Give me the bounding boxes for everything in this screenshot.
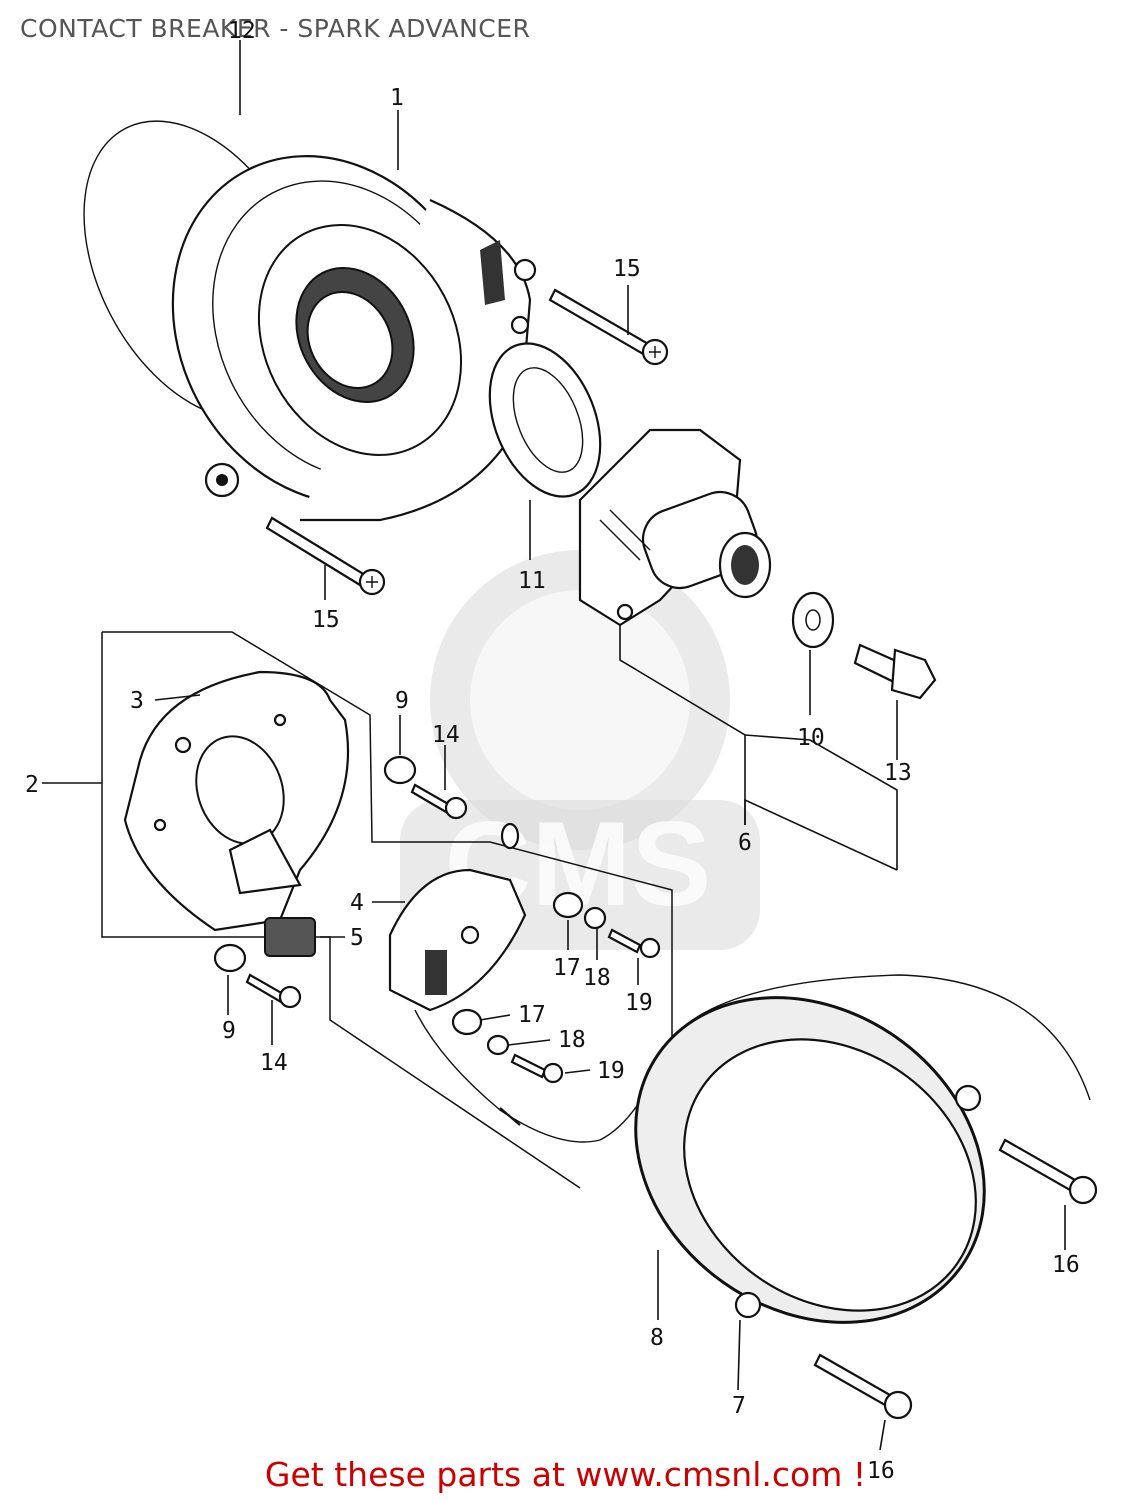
part-4-contact-breaker xyxy=(388,822,1091,1143)
part-9-washer-lower xyxy=(213,943,247,973)
callout-6: 6 xyxy=(738,830,752,856)
part-17-washer-lower xyxy=(451,1008,483,1036)
callout-8: 8 xyxy=(650,1325,664,1351)
part-7-point-cover xyxy=(683,1038,982,1319)
part-14-screw-lower xyxy=(245,973,302,1009)
callout-18-lower: 18 xyxy=(558,1027,586,1053)
callout-2: 2 xyxy=(25,772,39,798)
callout-17-upper: 17 xyxy=(553,955,581,981)
part-16-screw-bottom xyxy=(813,1353,913,1420)
callout-9-lower: 9 xyxy=(222,1018,236,1044)
part-18-washer-upper xyxy=(583,906,607,930)
callout-17-lower: 17 xyxy=(518,1002,546,1028)
callout-13: 13 xyxy=(884,760,912,786)
callout-14-lower: 14 xyxy=(260,1050,288,1076)
callout-1: 1 xyxy=(390,85,404,111)
callout-5: 5 xyxy=(350,925,364,951)
callout-11: 11 xyxy=(518,568,546,594)
part-14-screw-upper xyxy=(410,783,468,820)
callout-16-right: 16 xyxy=(1052,1252,1080,1278)
callout-16-bottom: 16 xyxy=(867,1458,895,1484)
callout-15-bottom: 15 xyxy=(312,607,340,633)
callout-19-lower: 19 xyxy=(597,1058,625,1084)
callout-4: 4 xyxy=(350,890,364,916)
part-6-spark-advancer xyxy=(578,428,772,627)
part-15-screw-top xyxy=(548,288,669,366)
part-9-washer-upper xyxy=(383,755,417,785)
part-15-screw-bottom xyxy=(265,516,386,596)
callout-12: 12 xyxy=(228,18,256,44)
callout-15-top: 15 xyxy=(613,256,641,282)
part-19-screw-upper xyxy=(607,928,661,959)
part-10-washer xyxy=(791,591,835,649)
footer-promo-text[interactable]: Get these parts at www.cmsnl.com ! xyxy=(264,1455,867,1494)
callout-18-upper: 18 xyxy=(583,965,611,991)
callout-labels: 12 1 15 15 11 3 9 14 2 4 5 9 14 10 13 6 … xyxy=(25,18,1080,1484)
part-17-washer-upper xyxy=(552,891,584,919)
part-1-housing xyxy=(171,155,537,522)
callout-19-upper: 19 xyxy=(625,990,653,1016)
leader-lines xyxy=(42,40,1066,1451)
part-18-washer-lower xyxy=(486,1034,510,1056)
part-3-base-plate xyxy=(123,670,350,932)
part-16-screw-right xyxy=(998,1138,1098,1205)
part-13-bolt xyxy=(853,643,937,700)
callout-3: 3 xyxy=(130,688,144,714)
part-11-oil-seal xyxy=(488,342,602,498)
callout-9-upper: 9 xyxy=(395,688,409,714)
callout-10: 10 xyxy=(797,725,825,751)
watermark: CMS xyxy=(400,550,760,950)
callout-7: 7 xyxy=(732,1393,746,1419)
callout-14-upper: 14 xyxy=(432,722,460,748)
part-19-screw-lower xyxy=(510,1053,564,1084)
part-5-felt xyxy=(264,917,316,957)
diagram-title: CONTACT BREAKER - SPARK ADVANCER xyxy=(20,14,531,43)
